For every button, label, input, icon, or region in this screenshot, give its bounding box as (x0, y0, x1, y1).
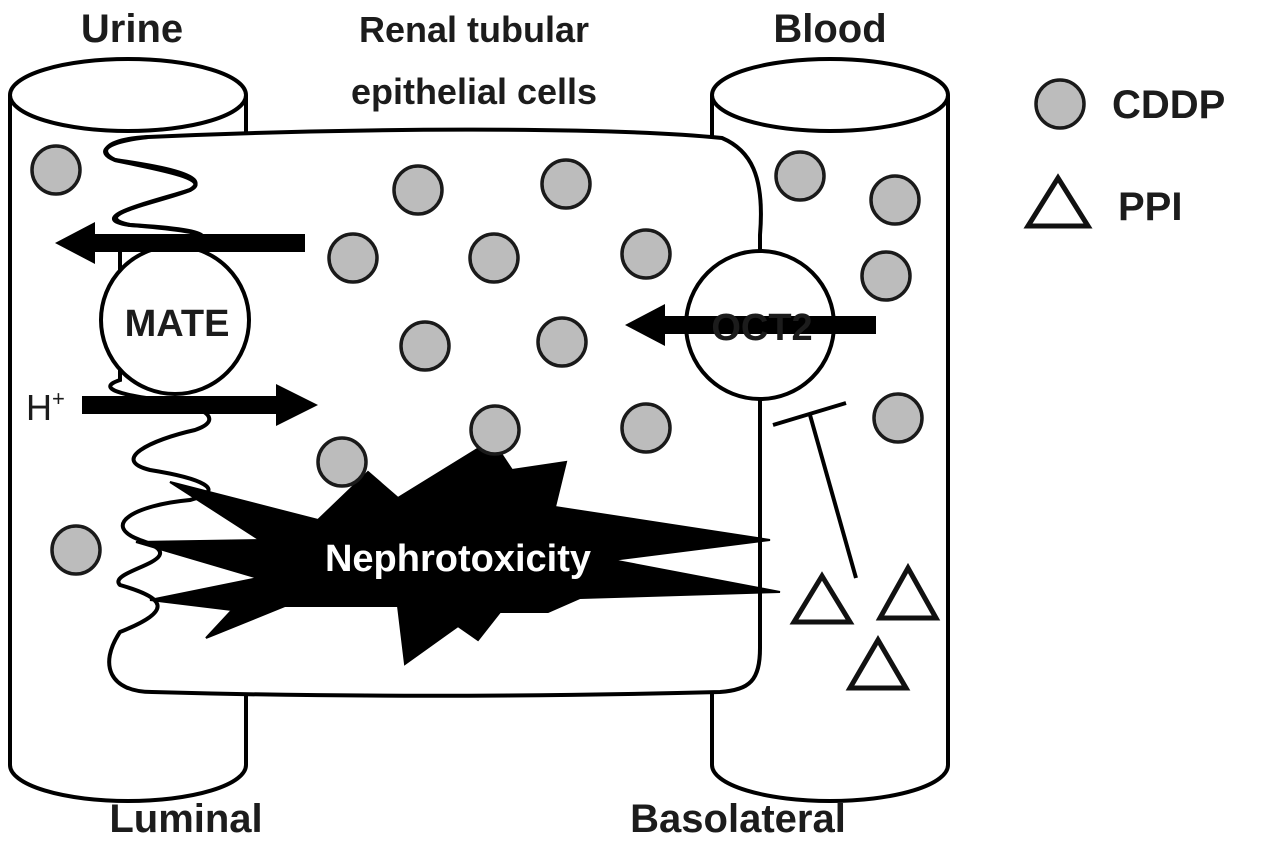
proton-symbol: H (26, 387, 52, 428)
cells-label-line2: epithelial cells (351, 71, 597, 112)
cddp-molecule (399, 320, 451, 372)
urine-label: Urine (81, 7, 183, 51)
mate-efflux-arrow (55, 222, 305, 264)
blood-label: Blood (773, 7, 886, 51)
cddp-molecule (392, 164, 444, 216)
proton-influx-arrow (82, 384, 318, 426)
ppi-molecules (789, 562, 941, 691)
cddp-molecule (620, 228, 672, 280)
cells-label-line1: Renal tubular (359, 9, 589, 50)
cddp-molecule (469, 404, 521, 456)
luminal-label: Luminal (109, 797, 262, 841)
cddp-molecule (774, 150, 826, 202)
legend-cddp-label: CDDP (1112, 83, 1225, 127)
legend-ppi-label: PPI (1118, 185, 1182, 229)
basolateral-label: Basolateral (630, 797, 846, 841)
ppi-inhibition-symbol (772, 401, 858, 579)
ppi-molecule (875, 562, 941, 621)
urine-tube (8, 57, 248, 803)
legend-cddp-icon (1034, 78, 1086, 130)
cddp-molecule (540, 158, 592, 210)
ppi-molecule (845, 635, 911, 691)
cddp-molecules (30, 144, 924, 576)
proton-label: H+ (26, 386, 65, 428)
cddp-molecule (316, 436, 368, 488)
cddp-molecule (50, 524, 102, 576)
cddp-molecule (869, 174, 921, 226)
cddp-molecule (536, 316, 588, 368)
blood-tube (710, 57, 950, 803)
nephrotoxicity-label: Nephrotoxicity (325, 538, 591, 580)
legend-ppi-icon (1023, 173, 1093, 229)
oct2-uptake-arrow (625, 304, 876, 346)
cddp-molecule (872, 392, 924, 444)
cddp-molecule (620, 402, 672, 454)
oct2-label: OCT2 (711, 307, 812, 349)
ppi-molecule (789, 571, 855, 625)
proton-charge: + (52, 386, 65, 411)
cddp-molecule (327, 232, 379, 284)
cddp-molecule (468, 232, 520, 284)
cddp-molecule (30, 144, 82, 196)
cddp-molecule (860, 250, 912, 302)
mate-label: MATE (125, 303, 230, 345)
legend: CDDP PPI (1023, 78, 1225, 229)
